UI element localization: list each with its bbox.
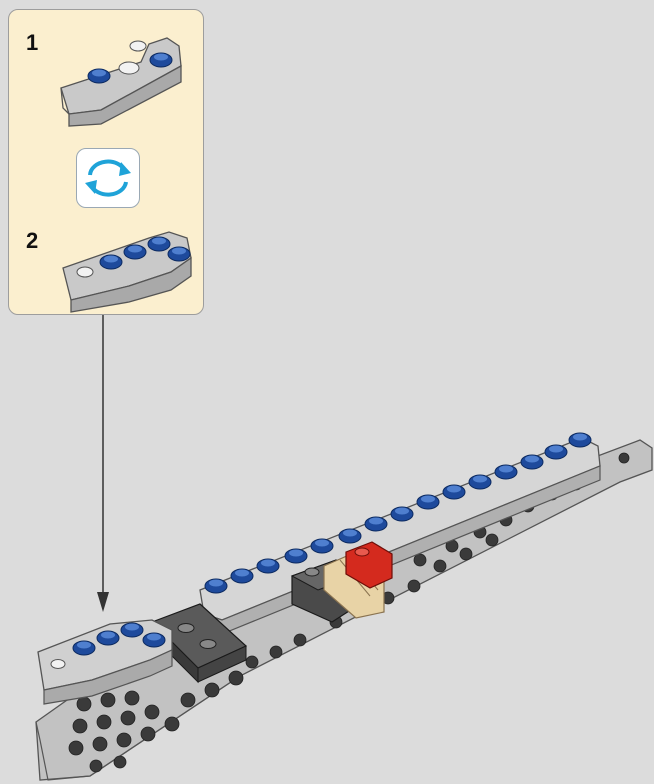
sub-build-callout: 1 2 xyxy=(8,9,204,315)
liftarm-step-1 xyxy=(60,37,192,313)
step-number-1: 1 xyxy=(26,30,39,55)
placement-arrow-head xyxy=(97,592,109,612)
placed-liftarm xyxy=(37,619,173,705)
rotate-arrows-icon xyxy=(76,148,140,208)
long-liftarm xyxy=(199,432,601,635)
dark-gray-plate xyxy=(150,603,248,684)
red-brick xyxy=(345,541,393,589)
step-number-2: 2 xyxy=(26,228,39,253)
